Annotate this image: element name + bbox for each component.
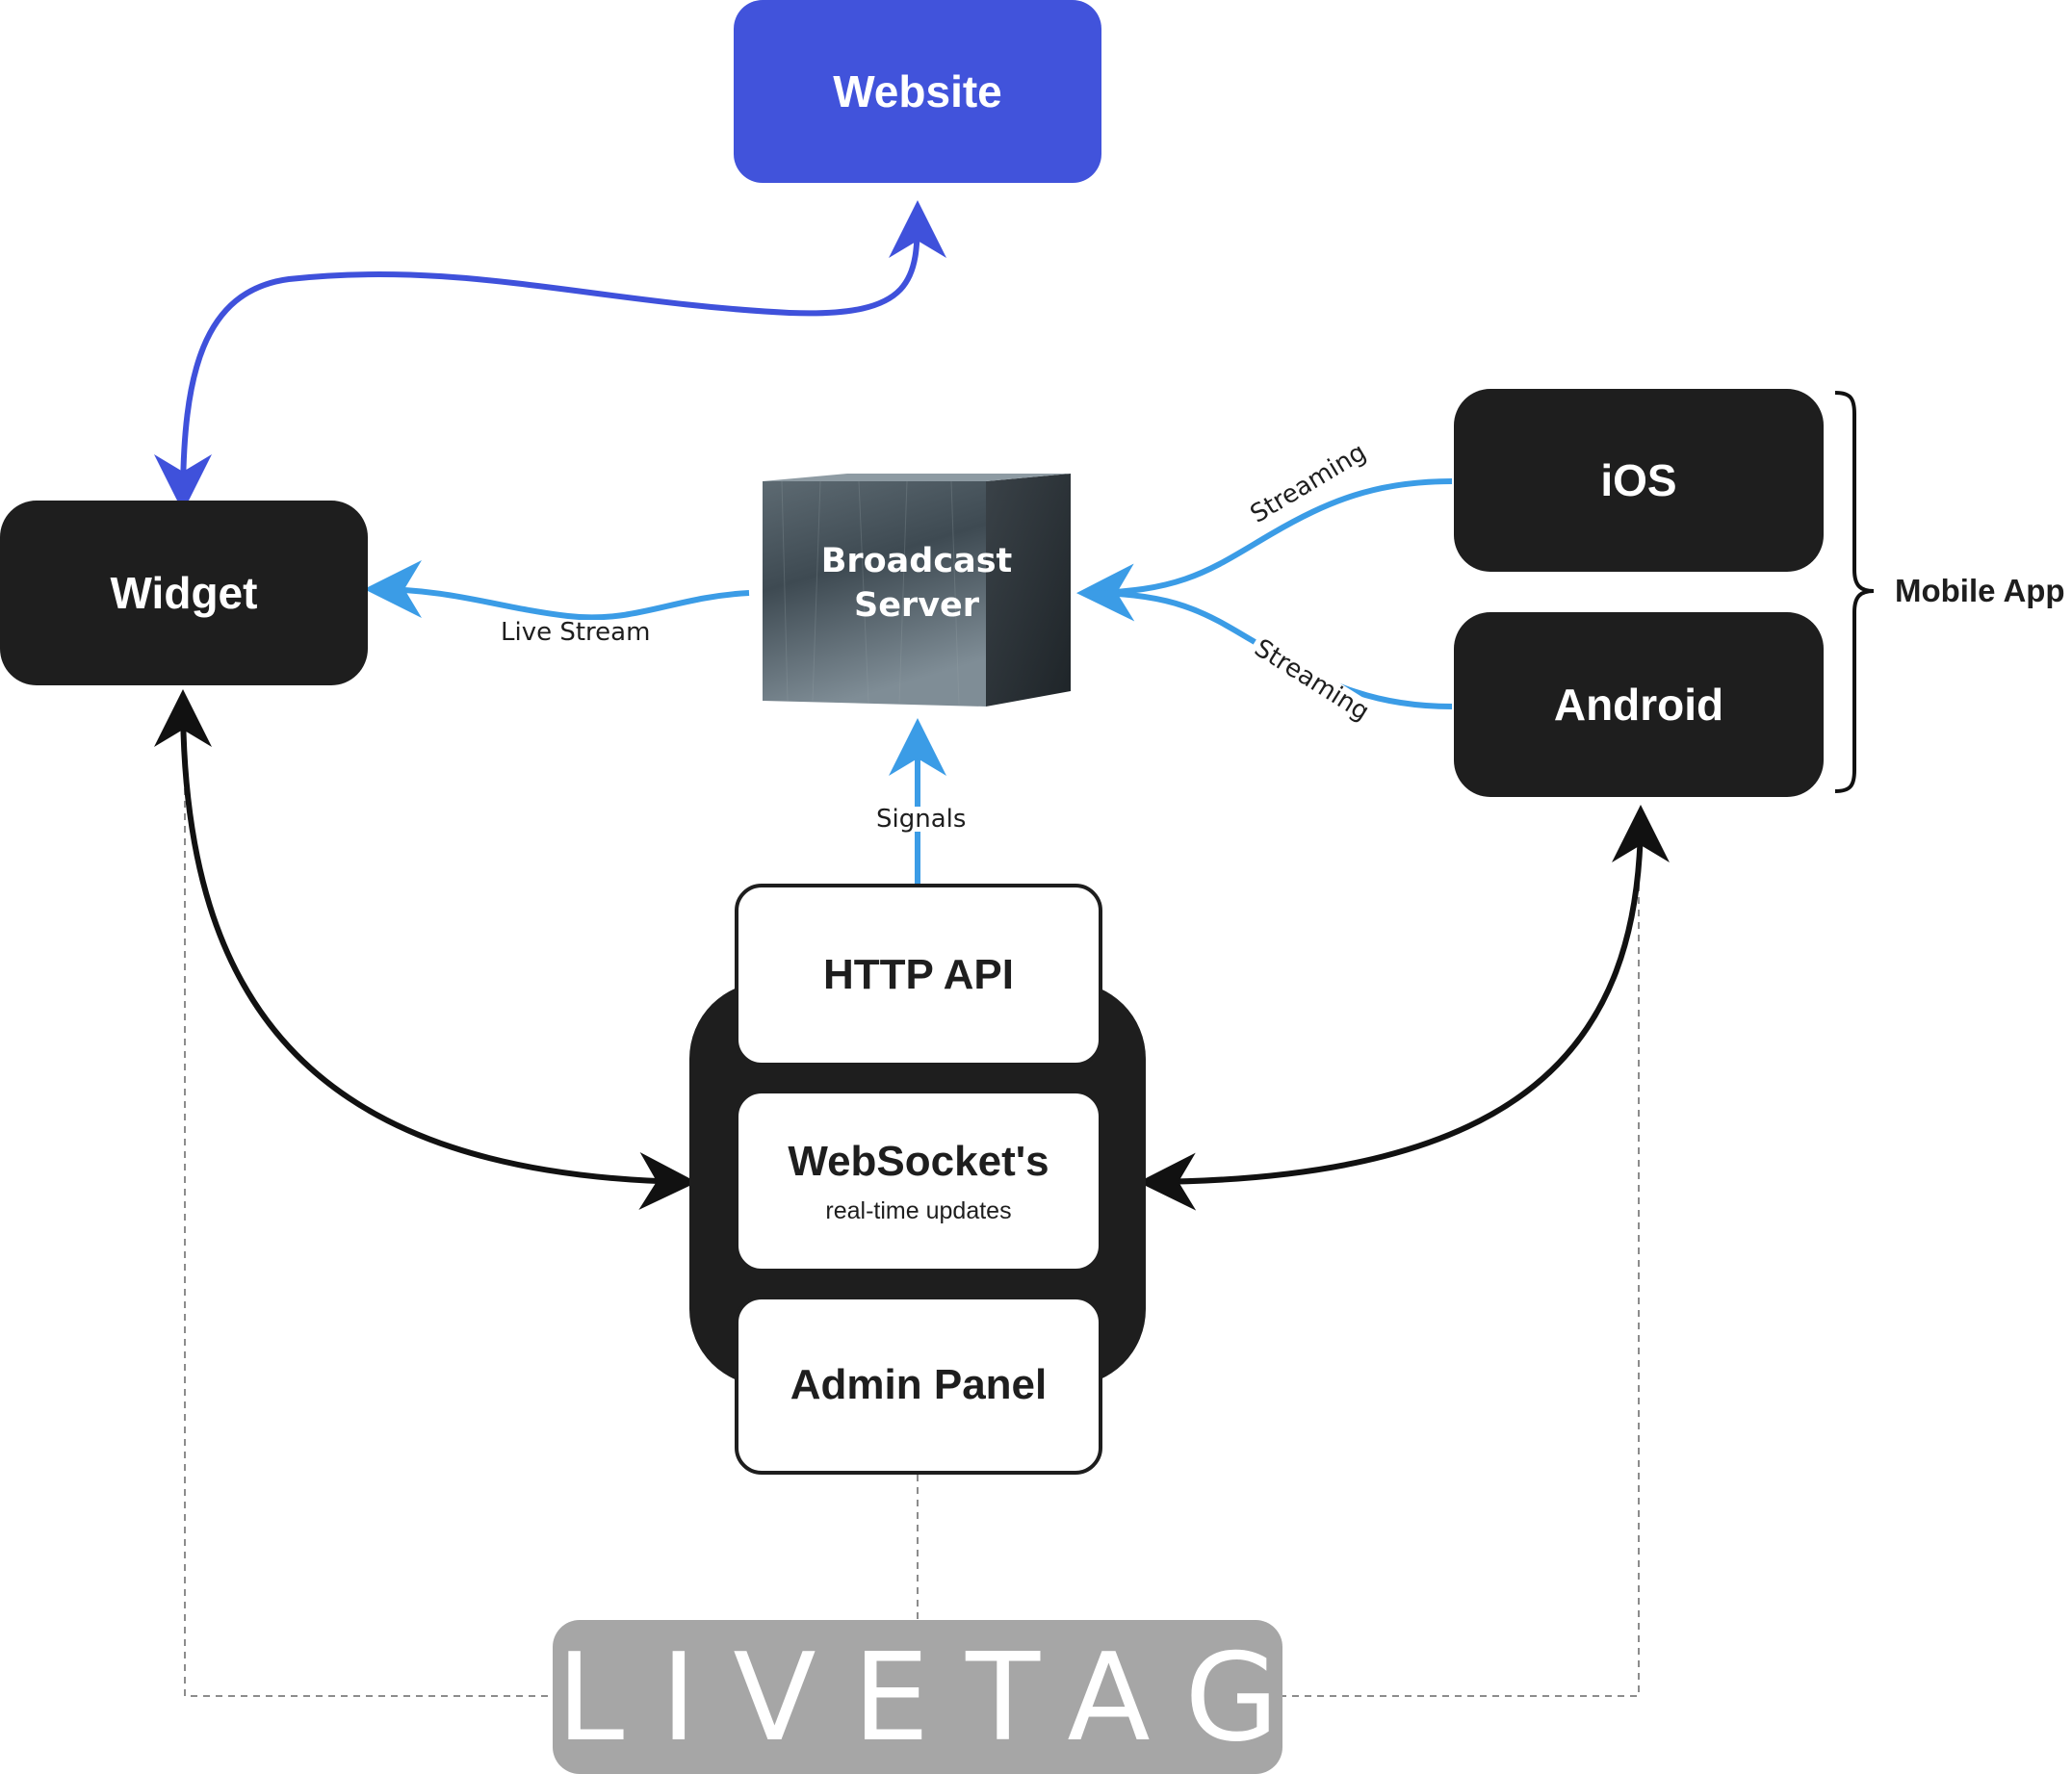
- dashed-line-widget: [184, 701, 553, 1697]
- website-node: Website: [734, 0, 1101, 183]
- http-api-node: HTTP API: [735, 884, 1102, 1067]
- mobile-app-label: Mobile App: [1895, 573, 2065, 608]
- connector-android-websockets: [1138, 805, 1670, 1211]
- dashed-line-android: [1282, 847, 1640, 1697]
- livetag-logo: LIVETAG: [553, 1620, 1282, 1774]
- websockets-node: WebSocket's real-time updates: [735, 1090, 1102, 1273]
- website-label: Website: [833, 66, 1002, 116]
- connector-widget-websockets: [154, 689, 697, 1210]
- android-label: Android: [1553, 680, 1724, 730]
- ios-label: iOS: [1600, 455, 1677, 505]
- http-api-label: HTTP API: [822, 951, 1015, 998]
- widget-label: Widget: [110, 568, 258, 618]
- admin-panel-label: Admin Panel: [790, 1361, 1048, 1408]
- broadcast-server-label: Broadcast Server: [820, 542, 1013, 625]
- connector-live-stream: [364, 560, 750, 621]
- admin-panel-node: Admin Panel: [735, 1296, 1102, 1475]
- widget-node: Widget: [0, 501, 368, 685]
- android-node: Android: [1454, 612, 1824, 797]
- connector-website-widget: [154, 200, 946, 512]
- signals-label: Signals: [872, 807, 971, 832]
- connector-streaming-ios: [1076, 478, 1453, 622]
- websockets-sublabel: real-time updates: [825, 1196, 1012, 1224]
- mobile-app-brace: [1834, 391, 1875, 793]
- ios-node: iOS: [1454, 389, 1824, 572]
- broadcast-server-cube: [763, 474, 1071, 707]
- live-stream-label: Live Stream: [497, 620, 655, 645]
- websockets-label: WebSocket's: [788, 1137, 1049, 1185]
